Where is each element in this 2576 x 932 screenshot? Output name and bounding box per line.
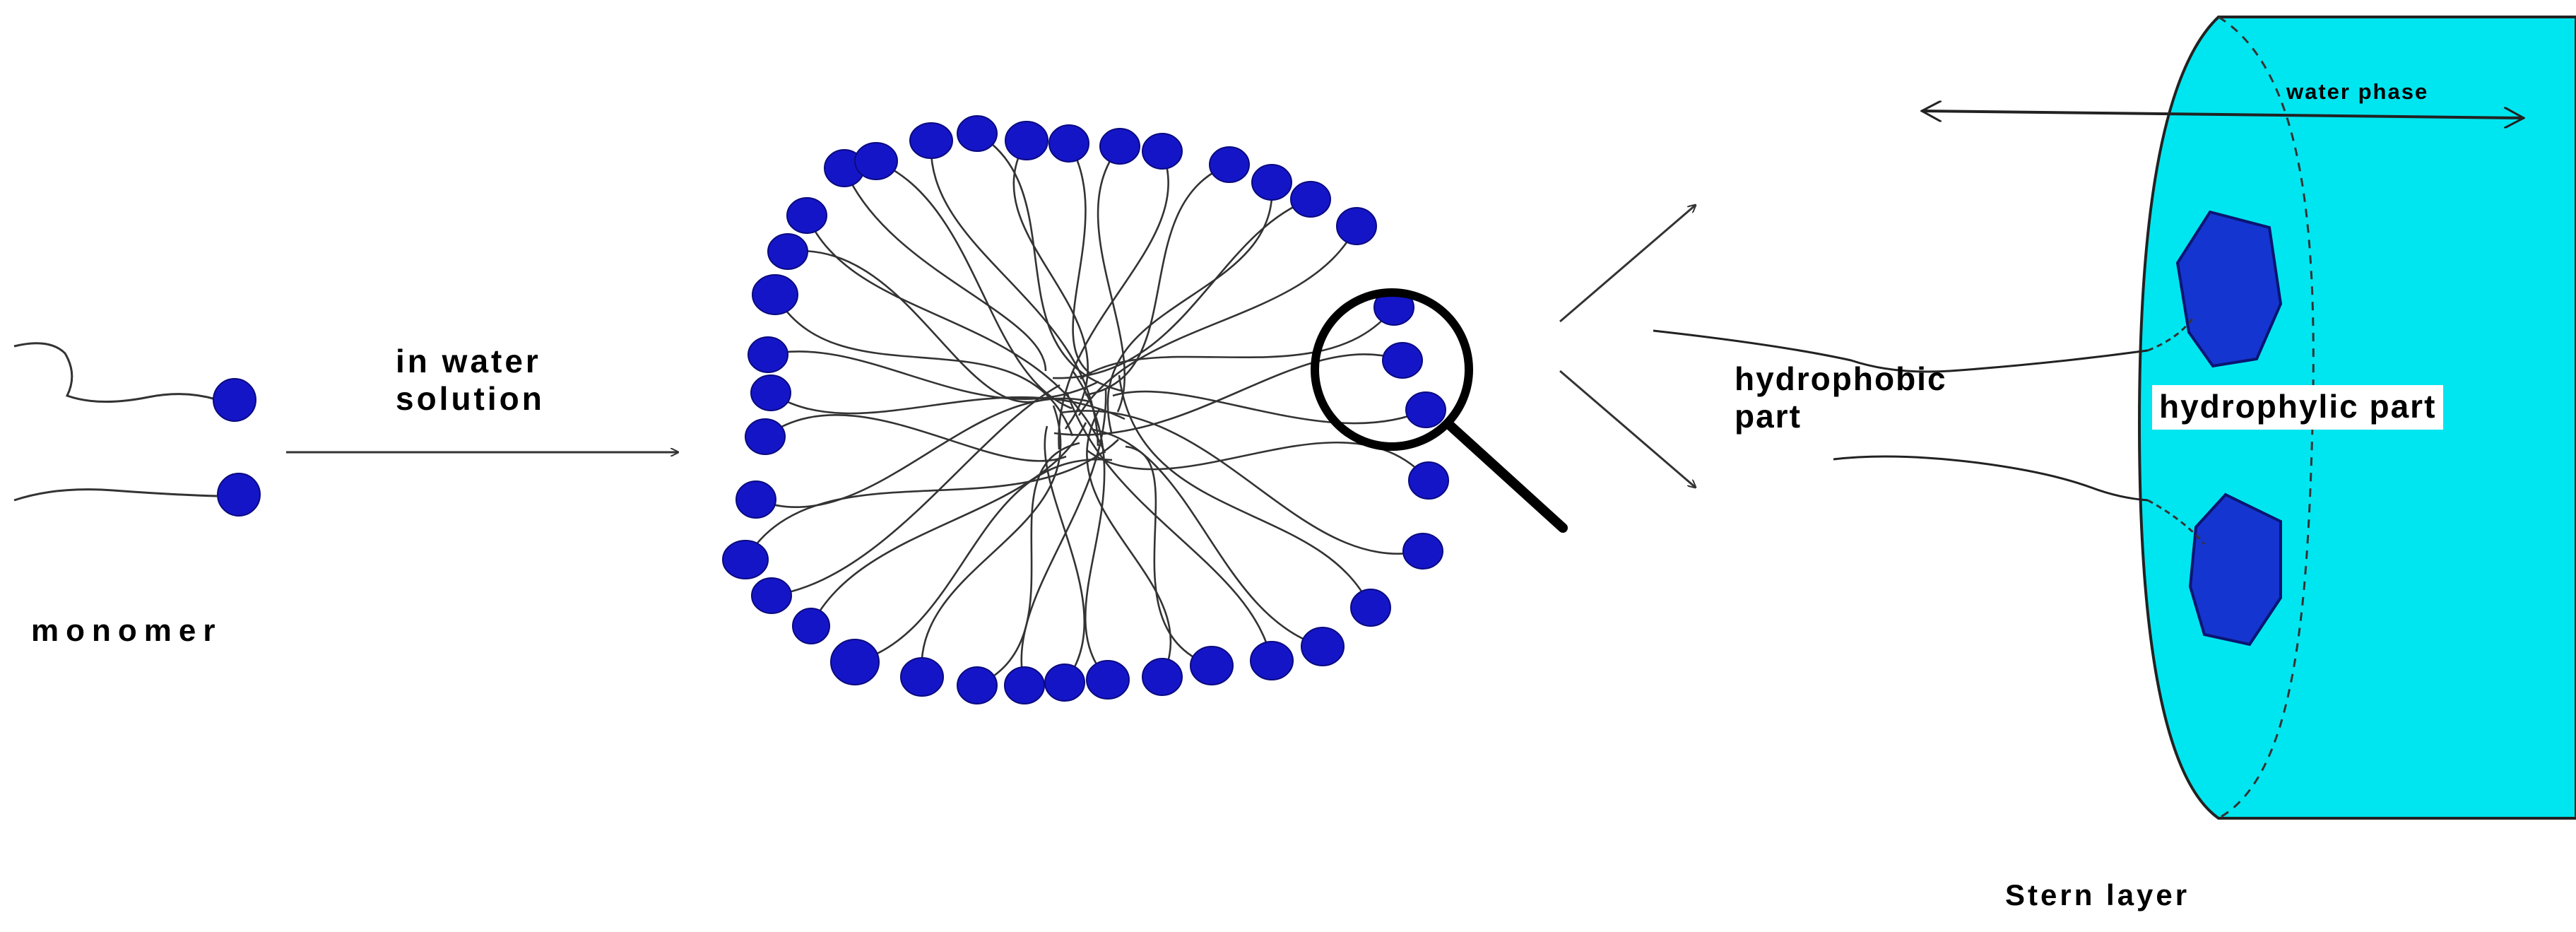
micelle-head [792, 608, 830, 644]
micelle-head [786, 197, 827, 234]
hydrophylic-part-label: hydrophylic part [2152, 385, 2444, 430]
micelle-head [1382, 342, 1423, 379]
micelle-tail [1085, 163, 1230, 396]
micelle-tail [744, 439, 1119, 560]
micelle-tail [764, 414, 1067, 462]
micelle-head [722, 540, 769, 579]
micelle-head [900, 657, 944, 697]
micelle-tail [1112, 390, 1426, 425]
micelle-head [1251, 164, 1292, 201]
micelle-head [1005, 121, 1048, 160]
micelle-head [1086, 660, 1130, 700]
micelle-head [1301, 627, 1345, 666]
micelle-head [751, 577, 792, 614]
micelle-tail [1052, 198, 1311, 379]
micelle-head [748, 336, 788, 373]
micelle-tail [787, 249, 1047, 403]
zoom-arrow-down [1559, 370, 1696, 488]
micelle-head [854, 142, 898, 180]
head-tail-bond [2147, 499, 2206, 545]
micelle-head [752, 274, 798, 315]
micelle-tail [1106, 182, 1273, 433]
micelle-head [1004, 666, 1045, 704]
micelle-tail [1086, 442, 1429, 481]
micelle-tail [1118, 374, 1372, 608]
micelle-tail [854, 458, 1113, 663]
micelle-head [1290, 181, 1331, 218]
stern-layer-label: Stern layer [2005, 878, 2190, 912]
monomer-tail [13, 342, 216, 403]
micelle-tail [771, 384, 1060, 597]
micelle-head [1142, 658, 1183, 696]
head-tail-bond [2147, 316, 2195, 352]
micelle [722, 115, 1449, 704]
micelle-head [750, 374, 791, 411]
micelle-tail [843, 167, 1047, 372]
monomer-tail [13, 488, 218, 502]
micelle-tail [921, 405, 1062, 678]
micelle-tail [1020, 388, 1107, 686]
monomer-label: monomer [31, 613, 223, 648]
in-water-label-line2: solution [396, 379, 545, 417]
micelle-head [735, 480, 776, 519]
micelle-tail [767, 350, 1099, 401]
micelle-tail [1044, 425, 1085, 683]
micelle-head [830, 639, 880, 685]
micelle-tails [744, 132, 1429, 687]
hydrophobic-tail [1653, 329, 2149, 373]
in-water-label-line1: in water [396, 343, 541, 379]
micelle-tail [976, 132, 1125, 393]
hydrophobic-tail [1833, 455, 2149, 502]
micelle-tail [875, 160, 1073, 410]
micelle-tail [976, 442, 1080, 687]
micelle-head [1099, 128, 1140, 165]
micelle-head [1209, 146, 1250, 183]
micelle-tail [805, 215, 1106, 454]
monomer-head [213, 378, 256, 422]
water-phase-arrow [1922, 111, 2524, 118]
micelle-head [1142, 133, 1183, 170]
micelle-head [1190, 646, 1234, 685]
micelle-head [1350, 589, 1391, 627]
micelle-head [1336, 207, 1377, 245]
water-phase-label: water phase [2286, 79, 2429, 104]
micelle-head [1402, 533, 1443, 570]
micelle-head [767, 233, 808, 270]
micelle-tail [755, 397, 1093, 509]
micelle-head [957, 115, 998, 152]
micelle-tail [1125, 445, 1212, 667]
micelle-head [909, 122, 953, 159]
magnifier-icon [1311, 288, 1568, 533]
micelle-tail [1097, 146, 1125, 413]
hydrophobic-label-line2: part [1735, 397, 1802, 435]
micelle-tail [1012, 140, 1089, 430]
micelle-tail [1072, 371, 1109, 680]
micelle-tail [1060, 410, 1424, 555]
micelle-tail [1065, 391, 1273, 661]
micelle-tail [774, 294, 1074, 437]
zoom-arrow-up [1559, 205, 1696, 323]
monomer-group [13, 342, 261, 517]
micelle-tail [1053, 353, 1403, 436]
monomer-head [217, 473, 261, 517]
micelle-tail [930, 140, 1099, 447]
micelle-tail [1068, 143, 1092, 376]
micelle-head [1044, 663, 1085, 702]
micelle-head [1048, 124, 1089, 163]
micelle-heads [722, 115, 1449, 704]
hydrophobic-part-label: hydrophobic part [1735, 360, 1947, 435]
micelle-head [745, 418, 786, 455]
hydrophylic-head-bottom [2188, 492, 2282, 647]
micelle-tail [1080, 307, 1395, 380]
micelle-head [1405, 391, 1446, 428]
hydrophylic-head-top [2175, 210, 2283, 368]
micelle-tail [1077, 225, 1358, 416]
micelle-tail [1092, 428, 1323, 648]
micelle-head [957, 666, 998, 704]
micelle-head [1408, 461, 1449, 500]
in-water-solution-label: in water solution [396, 343, 545, 418]
hydrophobic-label-line1: hydrophobic [1735, 360, 1947, 397]
micelle-head [1250, 641, 1294, 680]
